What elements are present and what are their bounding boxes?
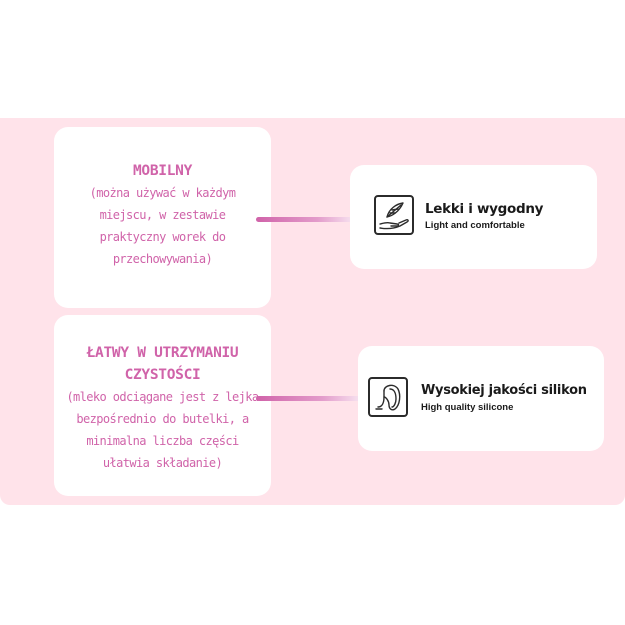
connector-line bbox=[256, 217, 368, 222]
feature-badge-silicone: Wysokiej jakości silikon High quality si… bbox=[358, 346, 604, 451]
description-line: minimalna liczba części bbox=[86, 434, 239, 448]
feature-subtitle: High quality silicone bbox=[421, 402, 514, 413]
description-line: miejscu, w zestawie bbox=[99, 208, 226, 222]
silicone-funnel-icon bbox=[368, 377, 408, 417]
feature-card-mobile: MOBILNY (można używać w każdym miejscu, … bbox=[54, 127, 271, 308]
description-line: (mleko odciągane jest z lejka bbox=[66, 390, 259, 404]
card-description: (mleko odciągane jest z lejka bezpośredn… bbox=[54, 386, 271, 474]
description-line: ułatwia składanie) bbox=[102, 456, 223, 470]
feature-title: Lekki i wygodny bbox=[425, 201, 544, 217]
feature-title: Wysokiej jakości silikon bbox=[421, 383, 587, 398]
feature-badge-lightweight: Lekki i wygodny Light and comfortable bbox=[350, 165, 597, 269]
card-description: (można używać w każdym miejscu, w zestaw… bbox=[54, 182, 271, 270]
card-title: ŁATWY W UTRZYMANIU CZYSTOŚCI bbox=[54, 342, 271, 386]
feature-subtitle: Light and comfortable bbox=[425, 220, 525, 231]
card-title-line: CZYSTOŚCI bbox=[124, 367, 201, 383]
description-line: przechowywania) bbox=[112, 252, 213, 266]
feather-hand-icon bbox=[374, 195, 414, 235]
feature-card-easy-clean: ŁATWY W UTRZYMANIU CZYSTOŚCI (mleko odci… bbox=[54, 315, 271, 496]
description-line: bezpośrednio do butelki, a bbox=[76, 412, 249, 426]
description-line: praktyczny worek do bbox=[99, 230, 226, 244]
connector-line bbox=[256, 396, 376, 401]
description-line: (można używać w każdym bbox=[89, 186, 236, 200]
card-title-line: ŁATWY W UTRZYMANIU bbox=[86, 345, 239, 361]
card-title: MOBILNY bbox=[132, 163, 192, 179]
